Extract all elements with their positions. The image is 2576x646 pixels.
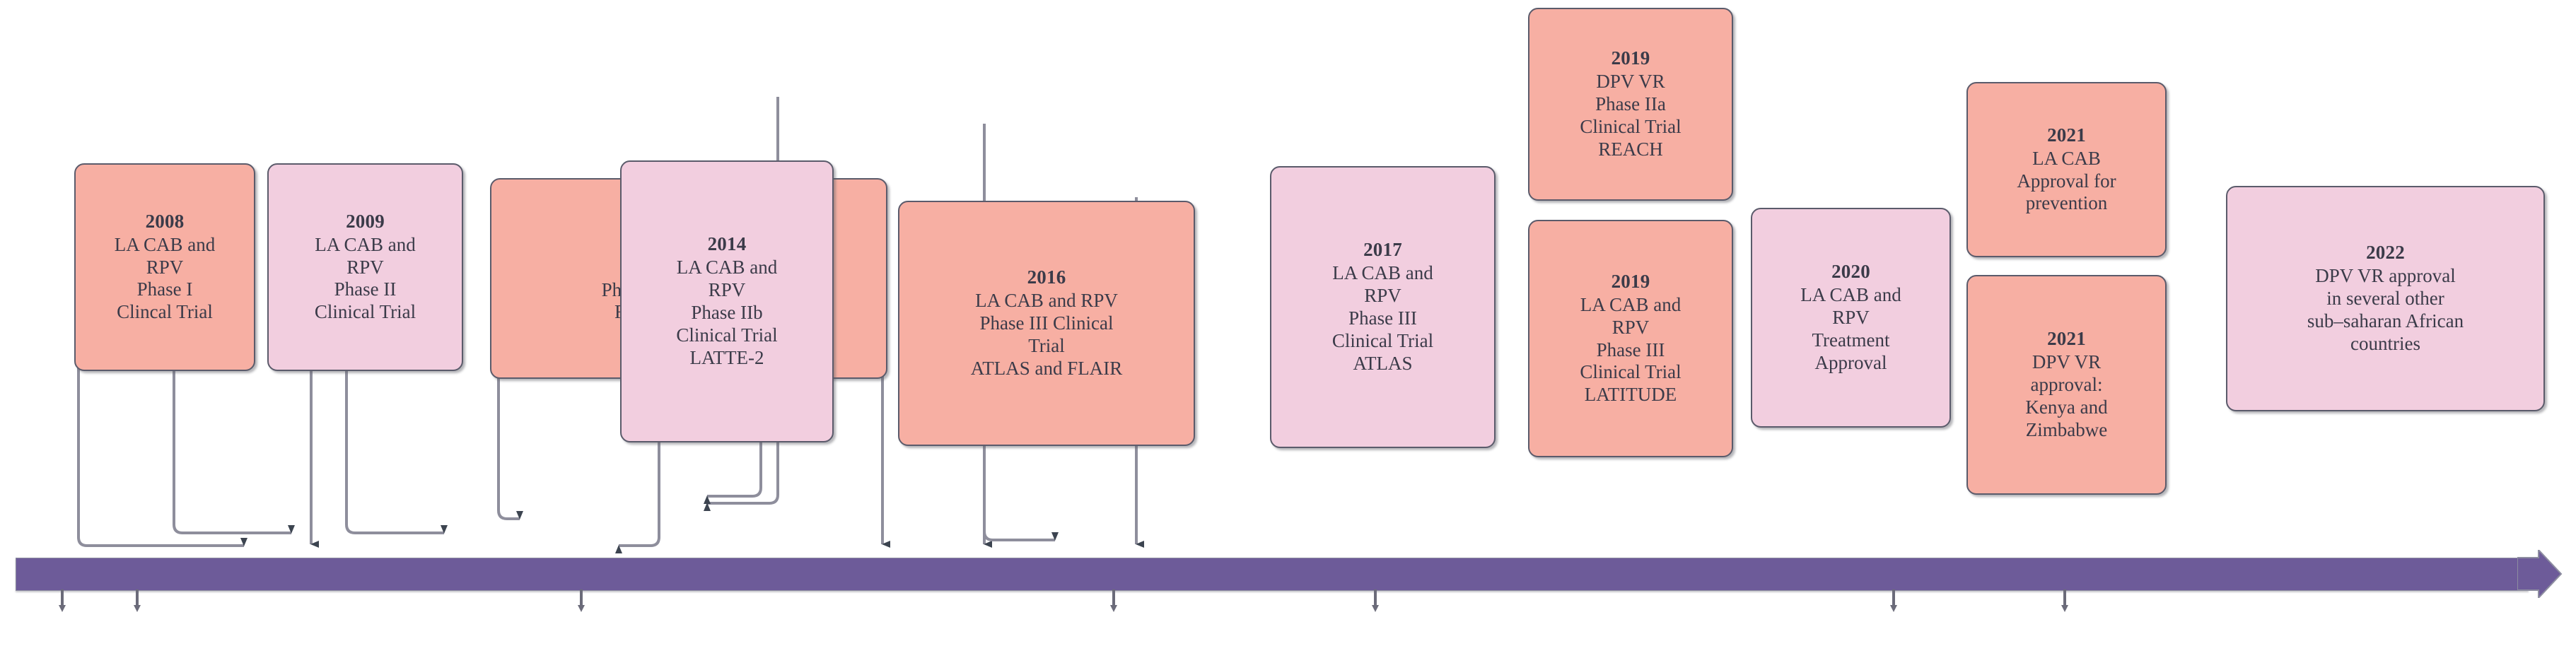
- node-line: LA CAB and: [1332, 262, 1433, 284]
- node-line: RPV: [1832, 307, 1870, 329]
- node-line: LATTE-2: [689, 346, 764, 368]
- node-line: Phase IIb: [691, 302, 763, 323]
- node-line: LA CAB: [2032, 147, 2101, 169]
- node-year: 2016: [1027, 266, 1066, 288]
- tick-mark: [134, 589, 141, 612]
- node-line: Treatment: [1812, 329, 1890, 351]
- node-line: Approval: [1814, 351, 1887, 373]
- node-line: DPV VR approval: [2315, 265, 2456, 287]
- node-line: Phase IIa: [1595, 93, 1666, 115]
- node-line: DPV VR: [1596, 71, 1665, 93]
- node-line: RPV: [146, 256, 184, 278]
- node-line: countries: [2350, 332, 2420, 354]
- timeline-arrowhead-icon: [2517, 550, 2563, 598]
- node-line: RPV: [1364, 285, 1401, 307]
- node-year: 2020: [1831, 261, 1870, 283]
- node-line: prevention: [2025, 192, 2108, 214]
- node-year: 2014: [707, 233, 747, 255]
- node-line: REACH: [1598, 138, 1663, 160]
- node-line: Phase I: [136, 278, 193, 300]
- node-line: DPV VR: [2032, 351, 2102, 373]
- node-line: RPV: [1612, 316, 1650, 338]
- node-line: LA CAB and: [1800, 284, 1901, 306]
- node-line: Phase III: [1348, 307, 1417, 329]
- node-line: ATLAS: [1353, 352, 1413, 374]
- node-year: 2017: [1363, 239, 1402, 261]
- node-year: 2008: [145, 210, 185, 232]
- node-line: LATITUDE: [1584, 384, 1677, 406]
- node-line: Clinical Trial: [676, 324, 778, 346]
- node-line: Clinical Trial: [1580, 361, 1682, 383]
- node-line: Approval for: [2017, 170, 2116, 192]
- node-year: 2009: [346, 210, 385, 232]
- node-line: LA CAB and: [1580, 293, 1682, 315]
- node-line: Zimbabwe: [2025, 418, 2108, 440]
- tick-mark: [1890, 589, 1897, 612]
- node-line: Clincal Trial: [117, 301, 213, 323]
- node-line: approval:: [2030, 374, 2103, 396]
- node-year: 2022: [2366, 242, 2405, 264]
- node-line: Clinical Trial: [1331, 329, 1434, 351]
- node-line: Phase III Clinical: [979, 312, 1114, 334]
- node-year: 2019: [1611, 270, 1650, 292]
- tick-mark: [2061, 589, 2068, 612]
- node-year: 2021: [2047, 328, 2086, 350]
- node-line: RPV: [346, 256, 384, 278]
- node-line: RPV: [708, 279, 746, 301]
- timeline-ticks: [59, 589, 2068, 612]
- tick-mark: [578, 589, 585, 612]
- tick-mark: [1372, 589, 1379, 612]
- node-line: LA CAB and: [315, 233, 416, 255]
- node-line: LA CAB and: [114, 233, 216, 255]
- tick-mark: [59, 589, 66, 612]
- node-line: in several other: [2326, 288, 2444, 310]
- node-line: Phase III: [1596, 339, 1665, 360]
- node-line: LA CAB and: [676, 257, 778, 278]
- node-line: Clinical Trial: [1580, 115, 1682, 137]
- node-line: Trial: [1028, 334, 1065, 356]
- node-line: Phase II: [334, 278, 397, 300]
- node-line: LA CAB and RPV: [975, 290, 1118, 312]
- node-line: sub–saharan African: [2307, 310, 2464, 331]
- node-year: 2019: [1611, 47, 1650, 69]
- node-year: 2021: [2047, 124, 2086, 146]
- timeline-axis-bar: [16, 558, 2529, 591]
- node-line: Clinical Trial: [314, 301, 416, 323]
- tick-mark: [1110, 589, 1117, 612]
- node-line: Kenya and: [2025, 396, 2108, 418]
- node-line: ATLAS and FLAIR: [970, 357, 1123, 379]
